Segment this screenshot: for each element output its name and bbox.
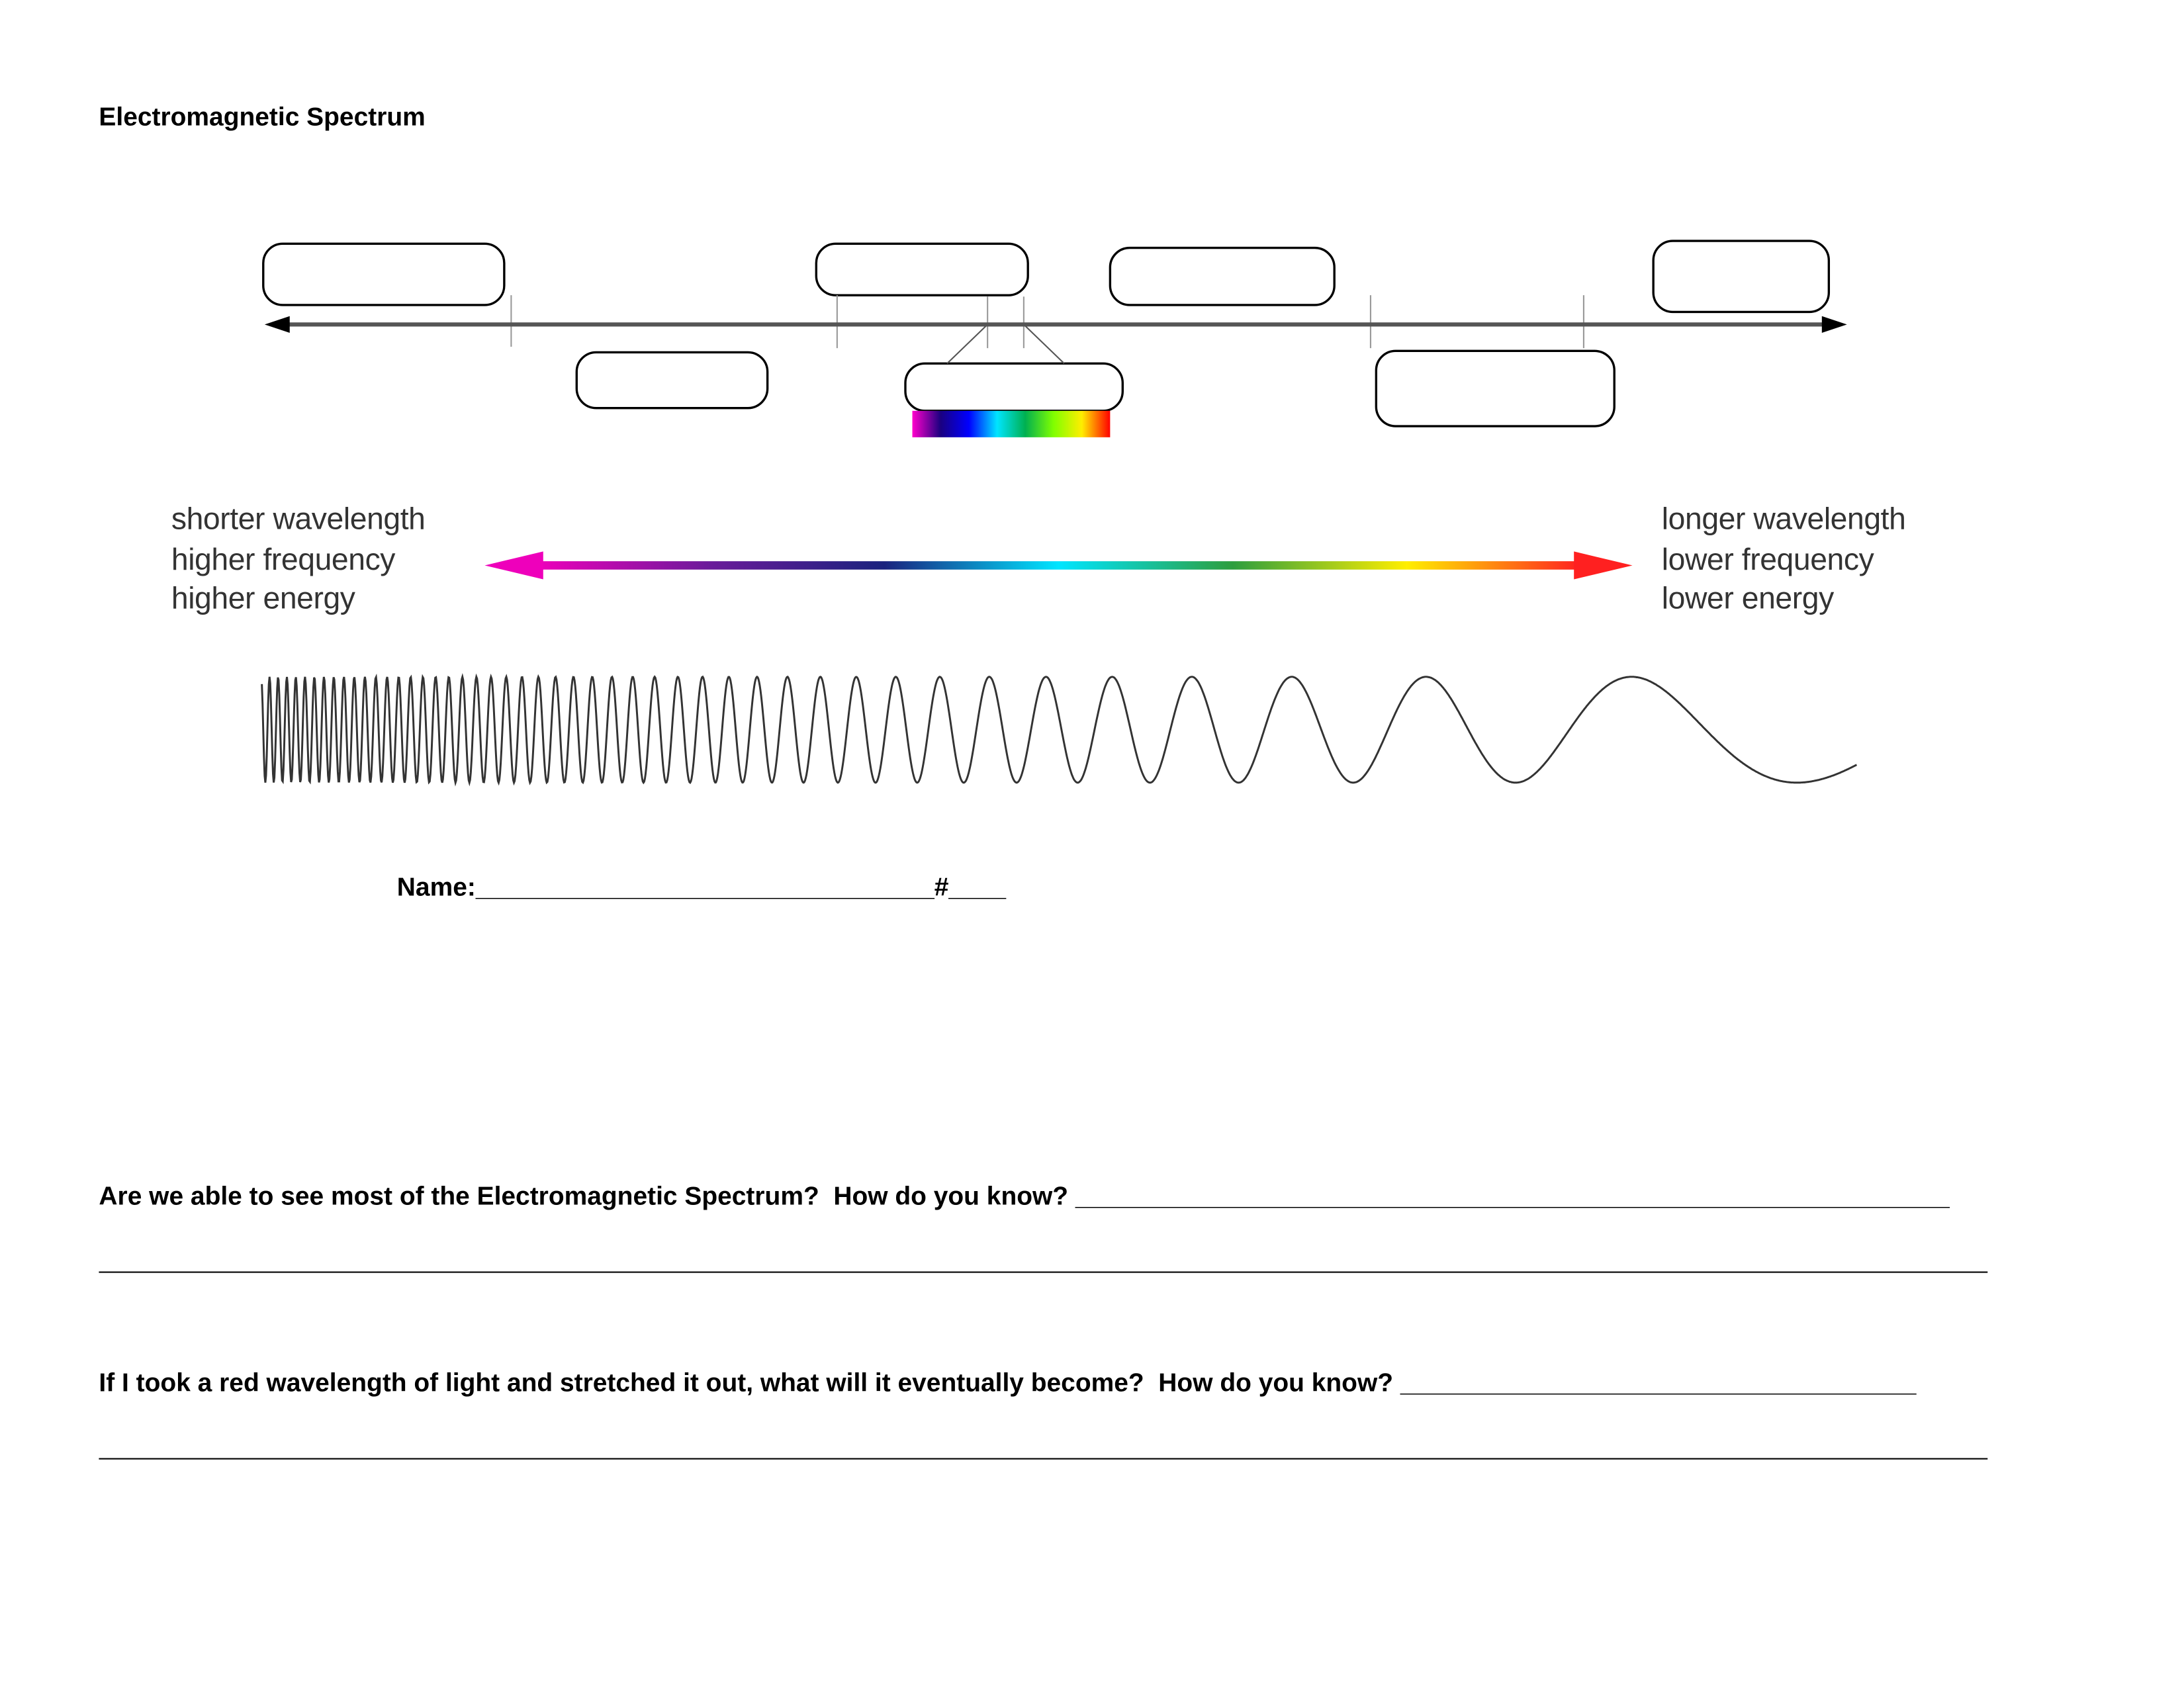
- right-label: longer wavelength: [1661, 501, 1906, 537]
- label-box[interactable]: [1652, 240, 1831, 314]
- answer-line-1[interactable]: [99, 1271, 1988, 1273]
- answer-line-2[interactable]: [99, 1458, 1988, 1460]
- name-field[interactable]: Name:________________________________#__…: [396, 871, 1007, 901]
- label-box-visible-light[interactable]: [904, 362, 1124, 412]
- label-box[interactable]: [1109, 246, 1336, 306]
- spectrum-axis: [264, 316, 1847, 333]
- left-labels: shorter wavelength higher frequency high…: [171, 500, 426, 619]
- right-labels: longer wavelength lower frequency lower …: [1662, 500, 1906, 619]
- label-box[interactable]: [815, 242, 1029, 296]
- label-box[interactable]: [1375, 349, 1615, 427]
- page-title: Electromagnetic Spectrum: [99, 101, 426, 131]
- left-label: shorter wavelength: [171, 501, 426, 537]
- label-box[interactable]: [262, 242, 506, 306]
- visible-light-bar: [912, 410, 1111, 437]
- question-1: Are we able to see most of the Electroma…: [99, 1180, 1950, 1210]
- right-label: lower energy: [1661, 580, 1834, 616]
- wavelength-gradient-arrow: [484, 551, 1633, 580]
- left-label: higher energy: [171, 580, 355, 616]
- chirp-wave: [261, 673, 1857, 787]
- left-label: higher frequency: [171, 541, 396, 576]
- right-label: lower frequency: [1661, 541, 1874, 576]
- question-2: If I took a red wavelength of light and …: [99, 1367, 1917, 1397]
- label-box[interactable]: [575, 351, 769, 410]
